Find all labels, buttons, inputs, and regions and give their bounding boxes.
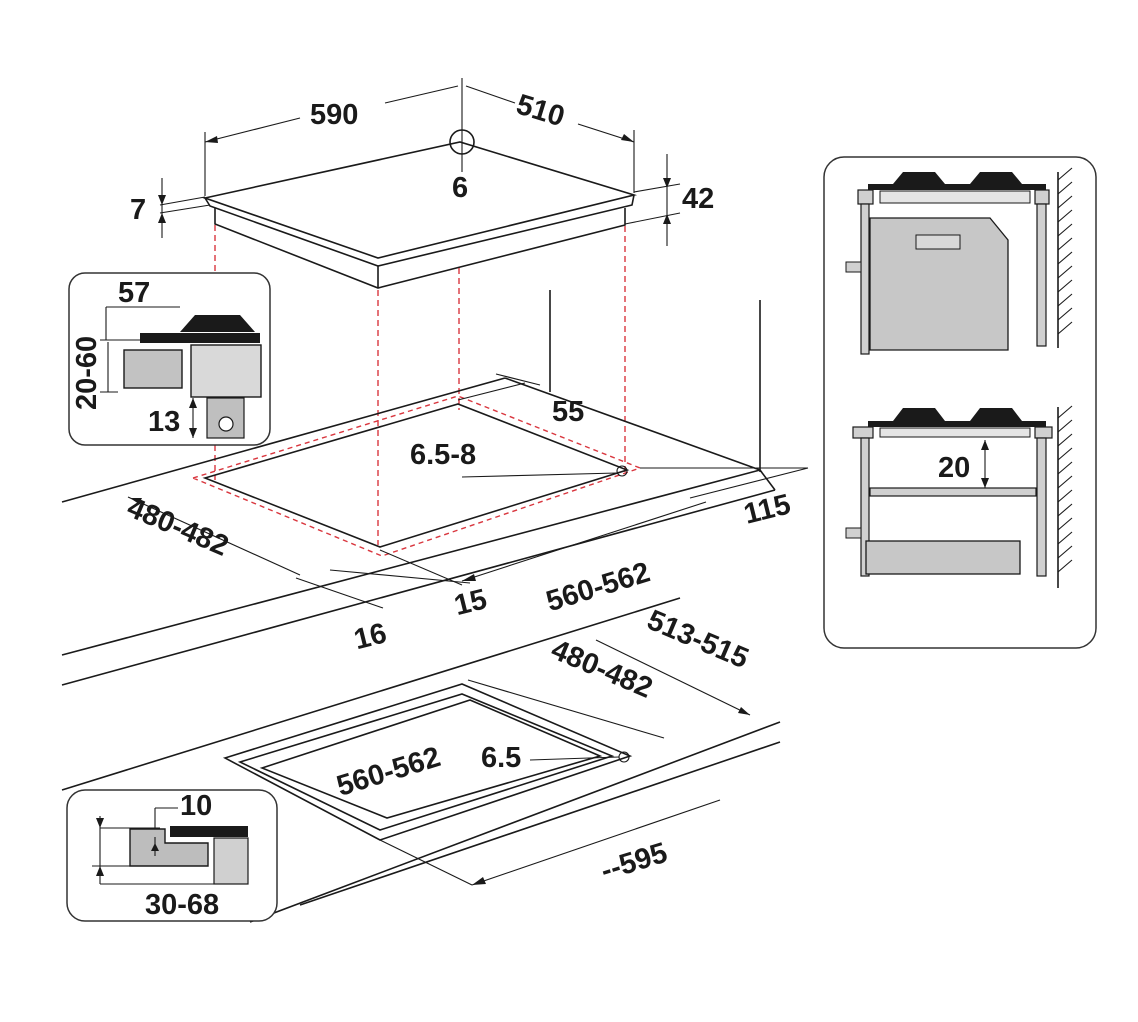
inset-gas-connection: 57 20-60 13 xyxy=(68,272,271,446)
worktop xyxy=(61,290,776,686)
inset-30-68-label: 30-68 xyxy=(145,889,219,921)
front-a-label: 16 xyxy=(351,617,390,656)
outer-width-label: --595 xyxy=(597,837,671,887)
outer-depth-label: 513-515 xyxy=(642,604,752,675)
depth-label: 510 xyxy=(513,89,569,134)
height-label: 42 xyxy=(682,183,714,215)
hob-unit xyxy=(202,78,638,289)
dim-42: 42 xyxy=(624,154,714,246)
pin-label: 6 xyxy=(452,172,468,204)
inset-20-label: 20 xyxy=(938,452,970,484)
inset-flush-mount: 10 30-68 xyxy=(66,789,278,922)
corner-label: 6.5 xyxy=(481,742,521,774)
clip-label: 6.5-8 xyxy=(410,439,476,471)
front-b-label: 15 xyxy=(451,583,490,622)
rear-gap-label: 55 xyxy=(552,396,584,428)
hob-glass xyxy=(202,141,638,259)
glass-label: 7 xyxy=(130,194,146,226)
depth-front-label: 480-482 xyxy=(122,492,232,563)
inset-57-label: 57 xyxy=(118,277,150,309)
right-gap-label: 115 xyxy=(741,488,794,530)
width-label: 590 xyxy=(310,99,358,131)
inset-10-label: 10 xyxy=(180,790,212,822)
projection-lines xyxy=(214,225,626,545)
flush-worktop: 6.5 xyxy=(61,597,781,923)
inset-20-60-label: 20-60 xyxy=(71,336,103,410)
inner-depth-label: 480-482 xyxy=(547,634,657,705)
inner-width-label: 560-562 xyxy=(333,741,444,803)
cutout: 6.5-8 xyxy=(190,395,643,557)
width-cut-label: 560-562 xyxy=(543,556,654,618)
dim-590: 590 xyxy=(204,85,459,196)
dim-560-562-a: 560-562 xyxy=(379,501,707,618)
dim-510: 510 xyxy=(465,85,635,193)
inset-cabinet: 20 xyxy=(823,156,1097,649)
dim-7: 7 xyxy=(130,178,211,238)
inset-13-label: 13 xyxy=(148,406,180,438)
